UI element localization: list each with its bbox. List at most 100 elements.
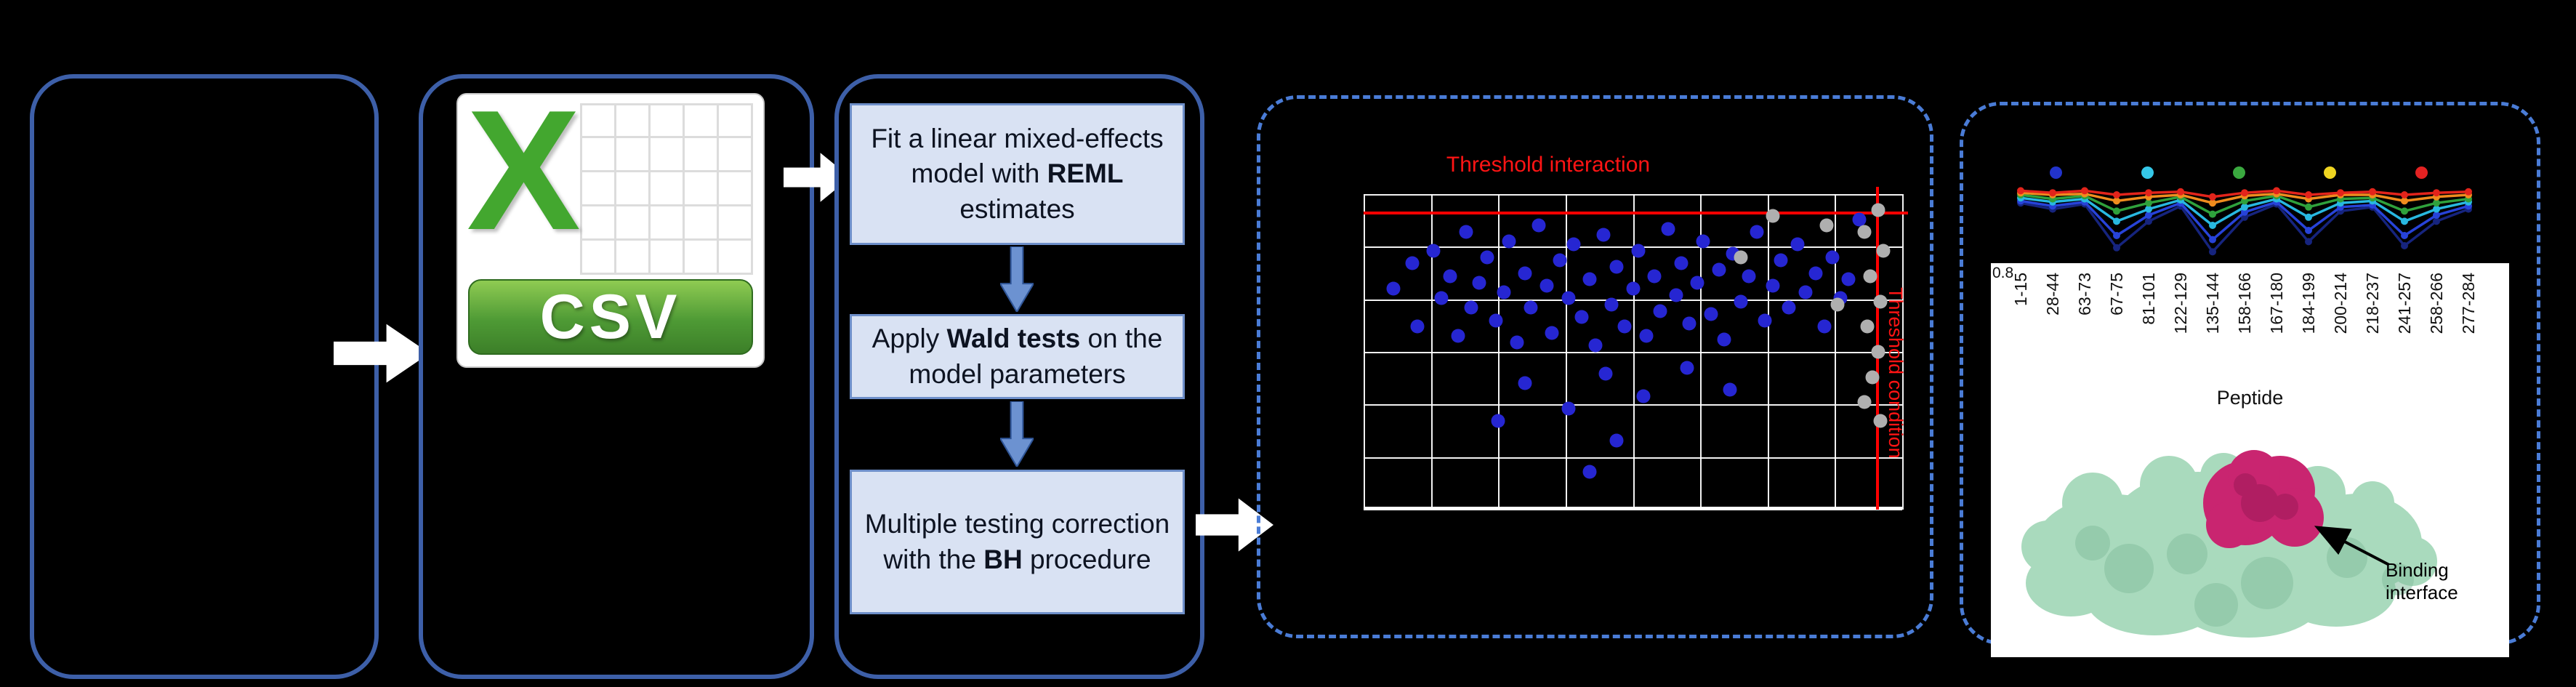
scatter-point-nonsignificant-peptides <box>1865 370 1880 385</box>
peptide-tick-label: 218-237 <box>2363 273 2382 334</box>
uptake-point <box>2081 187 2088 195</box>
scatter-title: Threshold interaction <box>1446 153 1651 177</box>
legend-dot <box>2141 166 2154 179</box>
uptake-point <box>2305 203 2312 211</box>
scatter-point-significant-peptides <box>1704 307 1718 321</box>
scatter-point-significant-peptides <box>1766 278 1780 293</box>
scatter-point-significant-peptides <box>1617 319 1632 334</box>
scatter-point-significant-peptides <box>1604 297 1619 312</box>
peptide-tick-label: 63-73 <box>2075 273 2094 316</box>
scatter-point-significant-peptides <box>1609 260 1624 274</box>
uptake-point <box>2145 189 2152 197</box>
uptake-point <box>2433 205 2440 213</box>
peptide-tick-label: 184-199 <box>2299 273 2318 334</box>
scatter-point-significant-peptides <box>1464 300 1478 315</box>
uptake-point <box>2433 217 2440 225</box>
uptake-point <box>2433 199 2440 207</box>
scatter-point-significant-peptides <box>1510 335 1524 350</box>
step-wald-tests-text: Apply Wald tests on the model parameters <box>872 324 1163 389</box>
step-wald-tests: Apply Wald tests on the model parameters <box>850 314 1185 399</box>
scatter-point-significant-peptides <box>1598 366 1613 381</box>
scatter-point-significant-peptides <box>1518 376 1532 390</box>
scatter-point-significant-peptides <box>1518 266 1532 280</box>
scatter-point-significant-peptides <box>1841 272 1856 286</box>
protein-structure-svg <box>2021 450 2437 638</box>
csv-banner-label: CSV <box>539 281 682 352</box>
peptide-tick-label: 167-180 <box>2267 273 2286 334</box>
excel-x-logo: X <box>467 74 581 265</box>
legend-dot <box>2324 166 2337 179</box>
uptake-point <box>2241 203 2248 211</box>
uptake-point <box>2401 207 2408 215</box>
scatter-point-significant-peptides <box>1524 300 1538 315</box>
uptake-point <box>2209 236 2216 244</box>
peptide-tick-label: 241-257 <box>2395 273 2414 334</box>
flow-arrow-right-3 <box>1196 498 1273 552</box>
scatter-point-significant-peptides <box>1539 278 1554 293</box>
gridline-horizontal <box>1364 404 1902 406</box>
scatter-point-significant-peptides <box>1582 272 1597 286</box>
scatter-point-significant-peptides <box>1472 276 1486 290</box>
peptide-tick-label: 81-101 <box>2139 273 2158 325</box>
protein-shading <box>2075 526 2414 627</box>
gridline-horizontal <box>1364 299 1902 301</box>
scatter-point-significant-peptides <box>1742 269 1756 284</box>
scatter-point-nonsignificant-peptides <box>1857 225 1872 239</box>
gridline-horizontal <box>1364 352 1902 353</box>
uptake-point <box>2177 188 2184 196</box>
step-bh-correction-text: Multiple testing correction with the BH … <box>864 509 1170 574</box>
csv-banner: CSV <box>468 279 753 355</box>
scatter-point-significant-peptides <box>1489 313 1503 328</box>
uptake-point <box>2241 213 2248 221</box>
step-fit-model: Fit a linear mixed-effects model with RE… <box>850 103 1185 245</box>
scatter-point-significant-peptides <box>1682 316 1696 331</box>
scatter-point-significant-peptides <box>1631 244 1646 258</box>
uptake-point <box>2209 193 2216 201</box>
uptake-point <box>2049 189 2056 197</box>
scatter-plot-area <box>1364 187 1908 510</box>
scatter-point-significant-peptides <box>1712 262 1726 277</box>
scatter-point-significant-peptides <box>1561 291 1576 305</box>
binding-interface-label: Binding interface <box>2386 559 2458 604</box>
uptake-point <box>2305 227 2312 234</box>
scatter-point-significant-peptides <box>1661 222 1675 236</box>
uptake-point <box>2433 189 2440 197</box>
legend-dot <box>2232 166 2245 179</box>
scatter-point-nonsignificant-peptides <box>1766 209 1780 223</box>
peptide-tick-label: 67-75 <box>2107 273 2126 316</box>
uptake-chart-svg <box>2017 187 2472 256</box>
uptake-point <box>2401 217 2408 225</box>
uptake-point <box>2113 207 2120 215</box>
input-panel <box>30 74 379 679</box>
binding-interface-shading <box>2234 473 2298 522</box>
uptake-point <box>2145 205 2152 213</box>
scatter-point-significant-peptides <box>1669 288 1683 302</box>
scatter-point-significant-peptides <box>1647 269 1662 284</box>
scatter-point-significant-peptides <box>1596 228 1611 242</box>
uptake-point <box>2433 212 2440 219</box>
uptake-point <box>2305 213 2312 221</box>
uptake-point <box>2305 238 2312 246</box>
scatter-point-nonsignificant-peptides <box>1871 203 1885 217</box>
peptide-tick-label: 277-284 <box>2459 273 2478 334</box>
peptide-tick-label: 1-15 <box>2011 273 2030 307</box>
scatter-point-significant-peptides <box>1451 329 1465 343</box>
scatter-point-significant-peptides <box>1825 250 1840 265</box>
flow-arrow-right-2 <box>784 153 850 202</box>
scatter-point-significant-peptides <box>1774 253 1788 268</box>
uptake-point <box>2209 248 2216 256</box>
scatter-point-nonsignificant-peptides <box>1873 414 1888 428</box>
uptake-point <box>2369 188 2376 196</box>
scatter-point-significant-peptides <box>1723 382 1737 397</box>
scatter-point-nonsignificant-peptides <box>1863 269 1877 284</box>
step-down-arrow-1 <box>1000 246 1034 312</box>
uptake-point <box>2401 191 2408 198</box>
peptide-axis-label: Peptide <box>2216 387 2284 409</box>
uptake-point <box>2241 208 2248 216</box>
x-axis-line <box>1364 507 1902 510</box>
legend-dot <box>2050 166 2062 179</box>
csv-file-icon: X CSV <box>456 84 765 368</box>
step-fit-model-text: Fit a linear mixed-effects model with RE… <box>871 124 1164 224</box>
uptake-point <box>2145 212 2152 219</box>
scatter-point-significant-peptides <box>1502 234 1516 249</box>
